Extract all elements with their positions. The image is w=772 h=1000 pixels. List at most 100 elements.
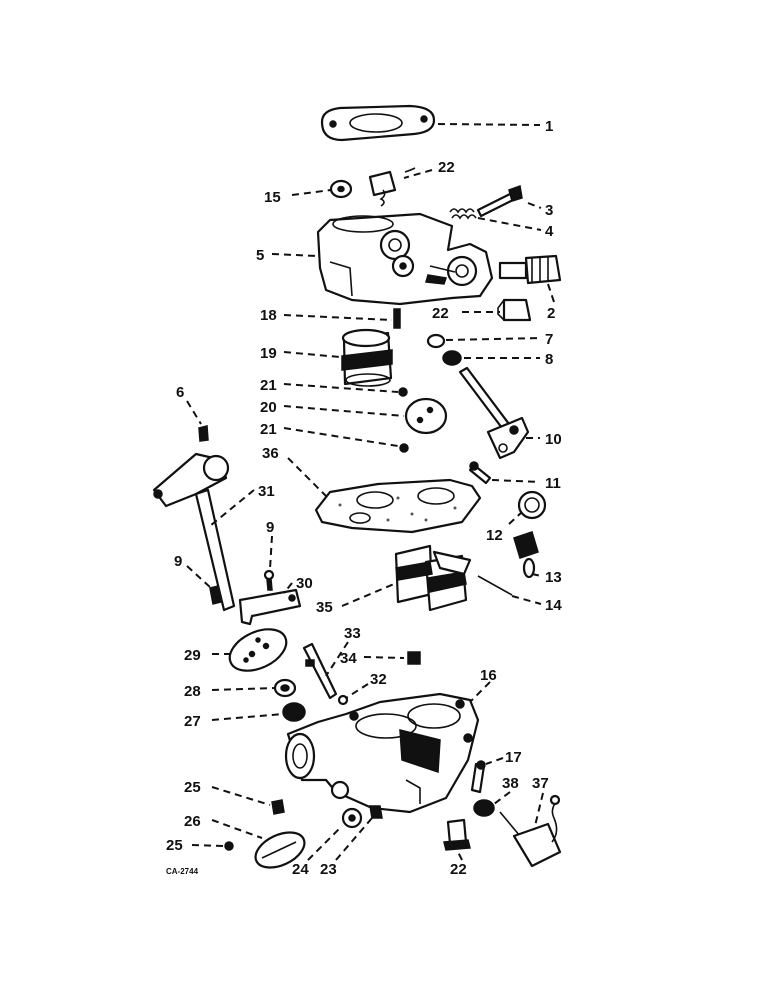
part-float-pin: [477, 575, 513, 596]
callout-17: 17: [505, 749, 522, 766]
callout-21-lower: 21: [260, 421, 277, 438]
part-body-gasket: [314, 478, 482, 534]
part-float: [394, 544, 472, 612]
leader-20: [283, 405, 405, 417]
leader-19: [283, 351, 341, 358]
part-jet-24: [341, 807, 363, 829]
callout-6: 6: [176, 384, 184, 401]
part-screw-21-upper: [398, 387, 408, 397]
part-nut-34: [407, 651, 421, 665]
callout-24: 24: [292, 861, 309, 878]
leader-4: [477, 217, 542, 231]
leader-35: [341, 583, 395, 607]
part-screw-21-lower: [399, 443, 409, 453]
callout-25-lower: 25: [166, 837, 183, 854]
callout-4: 4: [545, 223, 554, 240]
part-fitting-2: [498, 254, 562, 285]
callout-14: 14: [545, 597, 562, 614]
callout-33: 33: [344, 625, 361, 642]
callout-21-upper: 21: [260, 377, 277, 394]
callout-13: 13: [545, 569, 562, 586]
leader-25a: [211, 786, 271, 806]
leader-37: [533, 792, 544, 831]
part-flange-gasket: [320, 104, 436, 142]
callout-11: 11: [545, 475, 561, 492]
callout-27: 27: [184, 713, 201, 730]
callout-5: 5: [256, 247, 264, 264]
leader-30: [283, 582, 293, 594]
leader-5: [271, 253, 319, 257]
part-screw-3: [476, 184, 523, 218]
callout-37: 37: [532, 775, 549, 792]
leader-12: [508, 511, 523, 525]
callout-23: 23: [320, 861, 337, 878]
callout-10: 10: [545, 431, 562, 448]
part-plate-26: [254, 831, 306, 869]
part-solenoid: [499, 794, 562, 868]
part-venturi: [341, 328, 393, 387]
part-nut-38: [473, 799, 495, 817]
leader-18: [283, 314, 393, 321]
part-screw-6: [198, 425, 209, 442]
leader-2: [547, 283, 555, 303]
callout-31: 31: [258, 483, 275, 500]
callout-19: 19: [260, 345, 277, 362]
part-screw-17: [470, 760, 486, 794]
part-bushing-8: [442, 350, 462, 366]
part-bowl-body: [284, 692, 480, 814]
leader-13: [531, 573, 542, 577]
part-screw-25-upper: [271, 799, 285, 815]
leader-15: [291, 189, 332, 196]
part-choke-lever: [238, 588, 302, 626]
part-nut-7: [426, 333, 446, 349]
callout-9-left: 9: [174, 553, 182, 570]
part-washer-12: [517, 490, 547, 520]
callout-28: 28: [184, 683, 201, 700]
callout-29: 29: [184, 647, 201, 664]
part-screw-11: [468, 461, 492, 485]
part-plug-bottom: [443, 818, 471, 851]
leader-23: [335, 817, 373, 861]
callout-22-middle: 22: [432, 305, 449, 322]
callout-7: 7: [545, 331, 553, 348]
leader-14: [511, 595, 542, 605]
part-spring-4: [449, 208, 477, 220]
leader-36: [287, 457, 331, 501]
part-screw-9-left: [209, 585, 222, 605]
leader-33: [325, 641, 349, 677]
part-seat-32: [337, 694, 349, 706]
leader-26: [211, 819, 263, 839]
part-plug-middle: [497, 298, 532, 322]
callout-22-bottom: 22: [450, 861, 467, 878]
callout-26: 26: [184, 813, 201, 830]
callout-15: 15: [264, 189, 281, 206]
part-plug-23: [369, 805, 383, 819]
part-screw-9-upper: [263, 569, 275, 591]
leader-21b: [283, 427, 399, 447]
part-choke-plate: [228, 628, 288, 672]
callout-8: 8: [545, 351, 553, 368]
leader-3: [527, 202, 542, 209]
callout-25-upper: 25: [184, 779, 201, 796]
callout-38: 38: [502, 775, 519, 792]
part-plug-top: [368, 167, 416, 207]
callout-34: 34: [340, 650, 357, 667]
leader-27: [211, 713, 284, 721]
callout-9-upper: 9: [266, 519, 274, 536]
callout-16: 16: [480, 667, 497, 684]
leader-22c: [457, 851, 463, 861]
callout-2: 2: [547, 305, 555, 322]
leader-24: [307, 825, 343, 861]
callout-36: 36: [262, 445, 279, 462]
callout-22-top: 22: [438, 159, 455, 176]
part-screw-25-lower: [224, 841, 234, 851]
diagram-code: CA-2744: [166, 867, 199, 876]
leader-31: [209, 489, 255, 527]
leader-1: [437, 123, 541, 126]
leader-34: [363, 656, 405, 659]
part-bushing-27: [282, 702, 306, 722]
leader-lines: [186, 123, 555, 861]
callout-3: 3: [545, 202, 553, 219]
part-choke-shaft: [152, 452, 236, 612]
